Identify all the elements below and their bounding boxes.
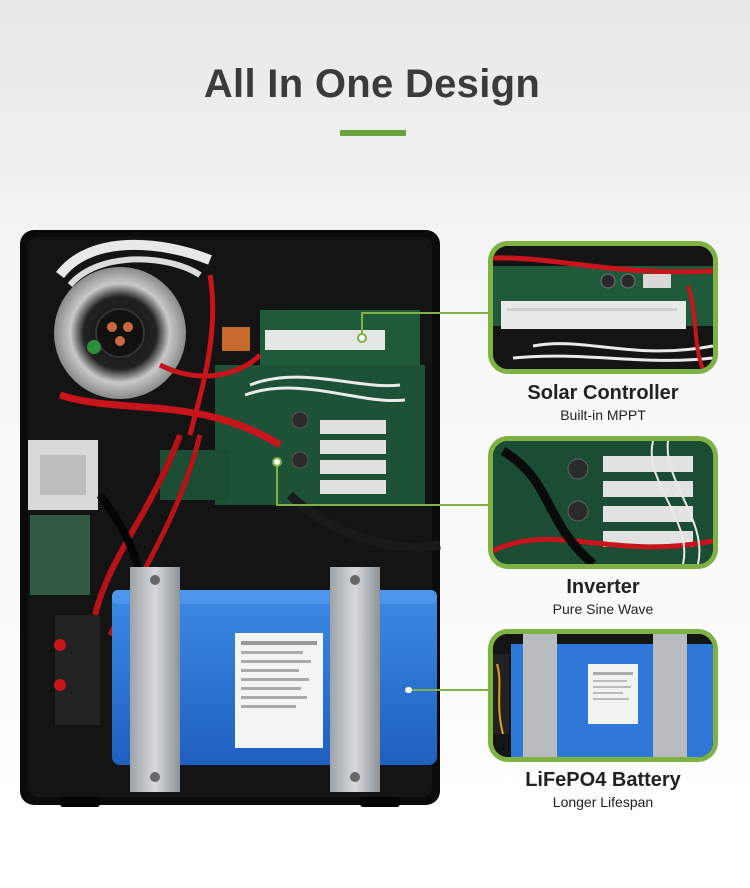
inverter-zoom bbox=[488, 436, 718, 569]
feature-title-inverter: Inverter bbox=[566, 576, 640, 598]
battery-zoom bbox=[488, 629, 718, 762]
battery-strap-left bbox=[130, 567, 180, 792]
feature-title-battery: LiFePO4 Battery bbox=[525, 769, 681, 791]
battery-strap-right bbox=[330, 567, 380, 792]
title-underline bbox=[340, 130, 406, 136]
feature-subtitle-solar-controller: Built-in MPPT bbox=[560, 407, 646, 423]
solar-controller-zoom bbox=[488, 241, 718, 374]
feature-subtitle-inverter: Pure Sine Wave bbox=[552, 601, 654, 617]
device-cutaway-image bbox=[20, 230, 441, 807]
page-title: All In One Design bbox=[203, 62, 541, 106]
feature-title-solar-controller: Solar Controller bbox=[527, 382, 679, 404]
battery-spec-label bbox=[235, 633, 323, 748]
feature-subtitle-battery: Longer Lifespan bbox=[552, 794, 654, 810]
